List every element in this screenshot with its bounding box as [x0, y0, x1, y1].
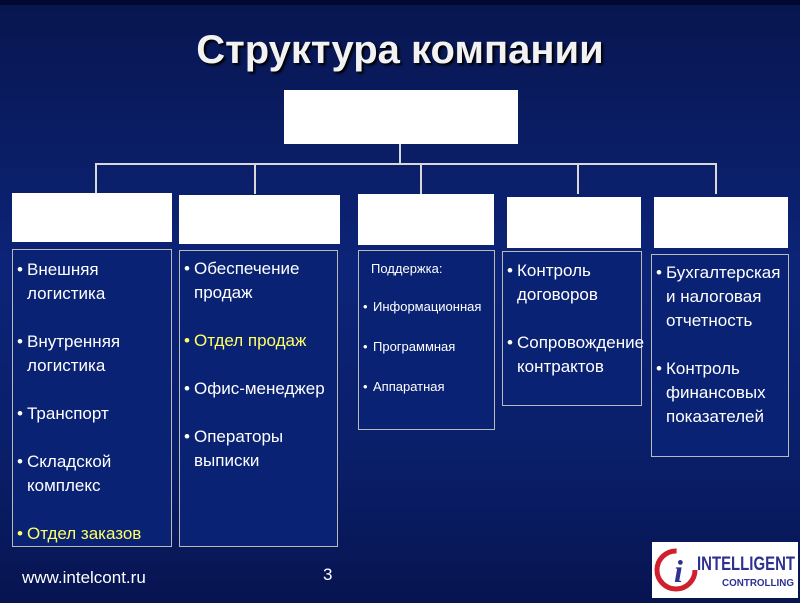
company-logo: i INTELLIGENT CONTROLLING — [652, 542, 798, 598]
dept-item: Информационная — [363, 297, 492, 317]
dept-panel-it: Поддержка: Информационная Программная Ап… — [358, 250, 495, 430]
connector-drop-1 — [95, 163, 97, 194]
dept-panel-contracts: Контроль договоров Сопровождение контрак… — [502, 251, 644, 406]
connector-drop-3 — [420, 163, 422, 194]
dept-item: Транспорт — [17, 402, 169, 426]
logo-tagline: CONTROLLING — [722, 578, 794, 589]
dept-item: Внешняя логистика — [17, 258, 169, 306]
dept-item: Аппаратная — [363, 377, 492, 397]
dept-item: Складской комплекс — [17, 450, 169, 498]
dept-header-accounting — [654, 197, 788, 248]
dept-item: Бухгалтерская и налоговая отчетность — [656, 261, 786, 333]
dept-panel-accounting: Бухгалтерская и налоговая отчетность Кон… — [651, 254, 789, 457]
footer-url[interactable]: www.intelcont.ru — [22, 568, 146, 587]
dept-item: Программная — [363, 337, 492, 357]
dept-panel-logistics: Внешняя логистика Внутренняя логистика Т… — [12, 249, 172, 547]
dept-item: Отдел продаж — [184, 329, 335, 353]
connector-horizontal — [95, 163, 717, 165]
dept-header-logistics — [12, 193, 172, 242]
connector-drop-5 — [715, 163, 717, 194]
logo-icon: i INTELLIGENT CONTROLLING — [654, 548, 795, 592]
org-root-box — [284, 90, 518, 144]
connector-drop-2 — [254, 163, 256, 194]
dept-item: Обеспечение продаж — [184, 257, 335, 305]
dept-header-contracts — [507, 197, 641, 248]
dept-item: Офис-менеджер — [184, 377, 335, 401]
dept-header-sales — [179, 195, 340, 244]
dept-item: Контроль финансовых показателей — [656, 357, 786, 429]
dept-item: Отдел заказов — [17, 522, 169, 546]
top-strip — [0, 0, 800, 5]
page-number: 3 — [323, 565, 333, 584]
logo-letter: i — [674, 553, 683, 589]
dept-subheading: Поддержка: — [371, 261, 443, 276]
connector-drop-4 — [577, 163, 579, 194]
dept-panel-sales: Обеспечение продаж Отдел продаж Офис-мен… — [179, 250, 338, 547]
dept-item: Операторы выписки — [184, 425, 335, 473]
dept-item: Контроль договоров — [507, 259, 639, 307]
dept-item: Сопровождение контрактов — [507, 331, 644, 379]
dept-item: Внутренняя логистика — [17, 330, 169, 378]
connector-root-stem — [399, 144, 401, 164]
slide-title: Структура компании — [196, 28, 604, 72]
dept-header-it — [358, 194, 494, 245]
logo-name: INTELLIGENT — [697, 554, 795, 575]
